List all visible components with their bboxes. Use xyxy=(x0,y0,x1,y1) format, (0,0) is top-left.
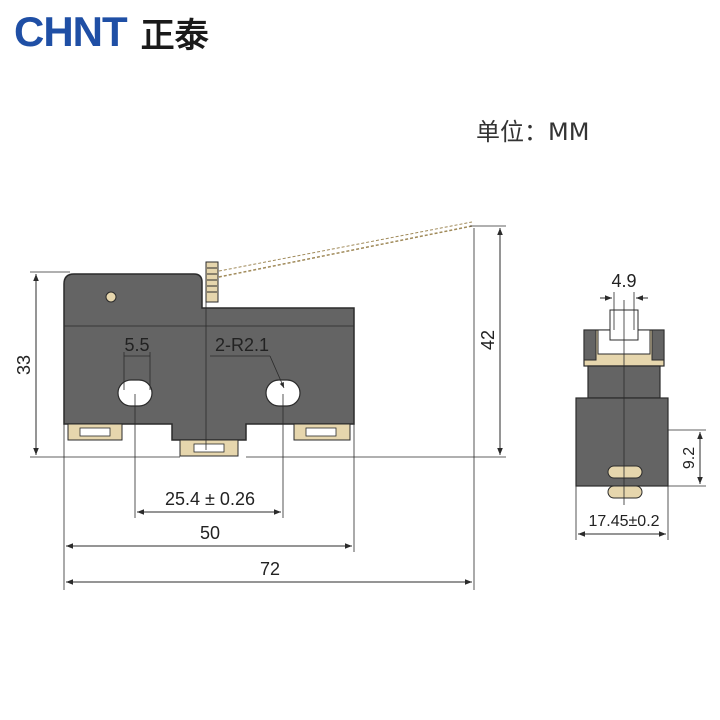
pin-dot xyxy=(105,291,117,303)
unit-label: 单位：MM xyxy=(476,118,590,146)
dim-width-total: 72 xyxy=(260,559,280,579)
side-view: 4.9 9.2 17.45±0.2 xyxy=(575,271,706,540)
dim-plunger-width: 4.9 xyxy=(611,271,636,291)
brand-name-latin: CHNT xyxy=(14,8,128,55)
brand-name-cjk: 正泰 xyxy=(140,15,209,56)
terminal-right xyxy=(293,423,351,441)
lever-arm xyxy=(213,225,473,279)
brand-logo: CHNT 正泰 xyxy=(14,8,209,56)
dim-terminal-height: 9.2 xyxy=(681,447,698,469)
dim-hole-width: 5.5 xyxy=(124,335,149,355)
dim-side-body-width: 17.45±0.2 xyxy=(588,513,659,530)
dim-height-body: 33 xyxy=(14,355,34,375)
lever-arm-edge xyxy=(213,221,473,273)
dim-hole-spacing: 25.4 ± 0.26 xyxy=(165,489,255,509)
terminal-center xyxy=(179,439,239,457)
side-terminal xyxy=(607,465,643,479)
dim-height-total: 42 xyxy=(478,330,498,350)
front-view: 33 42 5.5 2-R2.1 25.4 ± 0.26 50 72 xyxy=(14,221,506,590)
terminal-left xyxy=(67,423,123,441)
dim-width-body: 50 xyxy=(200,523,220,543)
dim-hole-radius: 2-R2.1 xyxy=(215,335,269,355)
